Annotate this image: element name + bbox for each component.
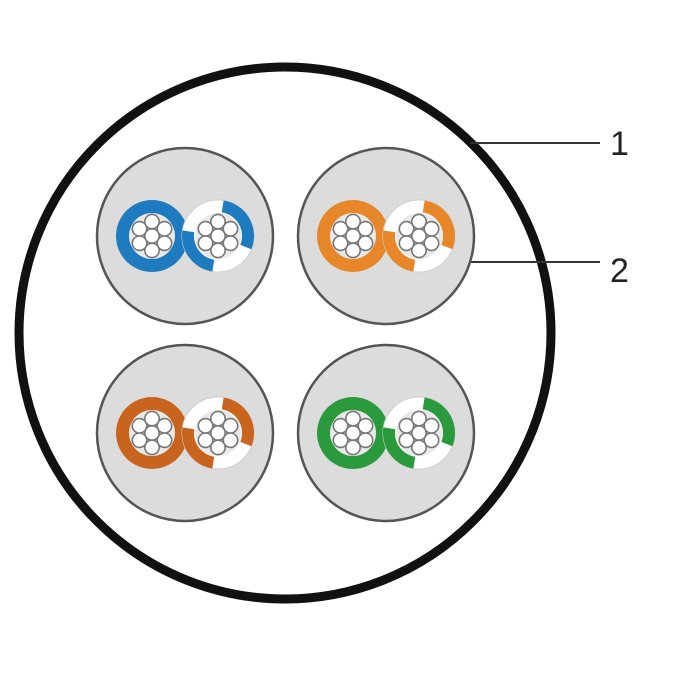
orange-pair-solid-strand-6 (357, 220, 374, 237)
brown-pair-solid-strand-3 (131, 432, 148, 449)
blue-pair-striped-strand-6 (222, 220, 239, 237)
twisted-pairs (95, 146, 476, 523)
brown-pair (95, 343, 275, 523)
callout-label-2: 2 (610, 252, 629, 290)
orange-pair-striped-strand-6 (423, 220, 440, 237)
green-pair-solid-strand-4 (332, 417, 349, 434)
orange-pair-solid-strand-4 (332, 220, 349, 237)
blue-pair-solid-strand-3 (131, 235, 148, 252)
blue-pair-solid-strand-6 (156, 220, 173, 237)
green-pair-striped-strand-2 (410, 439, 427, 456)
orange-pair-solid-strand-3 (332, 235, 349, 252)
orange-pair-striped-strand-2 (410, 242, 427, 259)
green-pair-solid-strand-2 (344, 439, 361, 456)
outer-jacket (14, 62, 556, 604)
brown-pair-striped-strand-6 (222, 417, 239, 434)
blue-pair-striped-strand-3 (197, 235, 214, 252)
green-pair (296, 343, 476, 523)
brown-pair-striped-strand-3 (197, 432, 214, 449)
orange-pair-striped-strand-4 (398, 220, 415, 237)
green-pair-striped-strand-3 (398, 432, 415, 449)
blue-pair-striped-strand-2 (210, 242, 227, 259)
blue-pair-solid-strand-5 (144, 213, 161, 230)
orange-pair-solid-strand-2 (344, 242, 361, 259)
blue-pair (95, 146, 275, 326)
orange-pair-solid-strand-5 (344, 213, 361, 230)
blue-pair-stripe-upper (221, 200, 254, 250)
orange-pair-striped-strand-5 (410, 213, 427, 230)
brown-pair-stripe-upper (221, 397, 254, 447)
brown-pair-striped-strand-5 (210, 410, 227, 427)
green-pair-stripe-lower (382, 427, 416, 469)
blue-pair-stripe-lower (181, 230, 215, 272)
orange-pair-stripe-lower (383, 230, 416, 272)
brown-pair-solid-strand-6 (156, 417, 173, 434)
orange-pair-striped-strand-3 (398, 235, 415, 252)
brown-pair-solid-strand-4 (131, 417, 148, 434)
brown-pair-stripe-lower (181, 427, 215, 469)
brown-pair-solid-strand-2 (144, 439, 161, 456)
green-pair-solid-strand-3 (332, 432, 349, 449)
brown-pair-solid-strand-5 (144, 410, 161, 427)
green-pair-stripe-upper (422, 397, 455, 447)
green-pair-striped-strand-6 (423, 417, 440, 434)
green-pair-striped-strand-5 (410, 410, 427, 427)
green-pair-solid-strand-6 (357, 417, 374, 434)
blue-pair-solid-strand-2 (144, 242, 161, 259)
brown-pair-striped-strand-2 (210, 439, 227, 456)
blue-pair-solid-strand-4 (131, 220, 148, 237)
blue-pair-striped-strand-4 (197, 220, 214, 237)
blue-pair-striped-strand-5 (210, 213, 227, 230)
callout-label-1: 1 (610, 125, 629, 163)
green-pair-solid-strand-5 (344, 410, 361, 427)
orange-pair (296, 146, 476, 326)
green-pair-striped-strand-4 (398, 417, 415, 434)
orange-pair-stripe-upper (422, 200, 455, 250)
brown-pair-striped-strand-4 (197, 417, 214, 434)
